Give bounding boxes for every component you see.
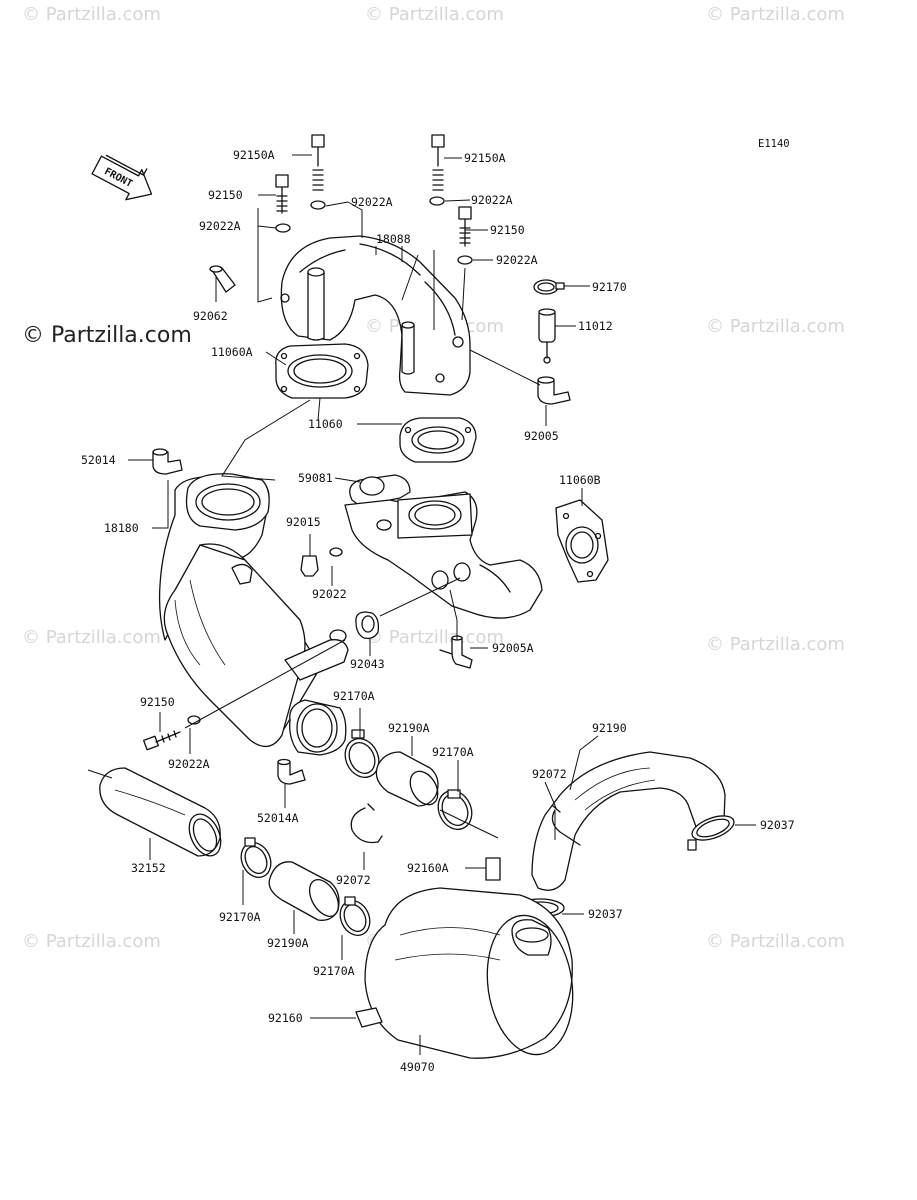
- part-label-92190A: 92190A: [267, 936, 309, 950]
- part-label-92150: 92150: [208, 188, 243, 202]
- part-label-92005: 92005: [524, 429, 559, 443]
- part-label-92022: 92022: [312, 587, 347, 601]
- watermark: © Partzilla.com: [22, 931, 161, 952]
- elbow-fitting-52014A: [277, 758, 306, 785]
- watermark: © Partzilla.com: [706, 4, 845, 25]
- part-label-92170: 92170: [592, 280, 627, 294]
- gasket-11060A: [275, 343, 369, 399]
- clamp-92170A-upper: [344, 729, 380, 778]
- part-label-92170A: 92170A: [219, 910, 261, 924]
- watermark: © Partzilla.com: [706, 316, 845, 337]
- part-label-52014A: 52014A: [257, 811, 299, 825]
- part-label-92037: 92037: [760, 818, 795, 832]
- pad-92160A: [485, 857, 501, 881]
- part-label-92150A: 92150A: [233, 148, 275, 162]
- part-label-92005A: 92005A: [492, 641, 534, 655]
- elbow-fitting-52014: [152, 448, 183, 475]
- watermark: © Partzilla.com: [22, 627, 161, 648]
- expansion-chamber-18180: [158, 473, 349, 756]
- hose-92190A-lower: [268, 861, 340, 921]
- muffler-49070: [364, 887, 574, 1059]
- part-label-92022A: 92022A: [168, 757, 210, 771]
- part-label-49070: 49070: [400, 1060, 435, 1074]
- part-label-11060: 11060: [308, 417, 343, 431]
- part-label-92037: 92037: [588, 907, 623, 921]
- part-label-92062: 92062: [193, 309, 228, 323]
- exhaust-manifold-18088: [280, 235, 471, 396]
- bolt-92150-lower: [143, 730, 181, 751]
- part-label-92022A: 92022A: [199, 219, 241, 233]
- head-pipe-59081: [344, 474, 543, 619]
- part-label-92015: 92015: [286, 515, 321, 529]
- clamp-92170A-lower-right: [339, 896, 371, 937]
- part-label-11012: 11012: [578, 319, 613, 333]
- part-label-11060B: 11060B: [559, 473, 601, 487]
- clamp-92170A-lower-left: [240, 837, 272, 879]
- part-label-92072: 92072: [532, 767, 567, 781]
- bolt-92150A-right: [431, 134, 445, 191]
- part-label-92160: 92160: [268, 1011, 303, 1025]
- gasket-11060: [399, 417, 477, 463]
- watermarks: © Partzilla.com © Partzilla.com © Partzi…: [22, 4, 845, 952]
- part-label-11060A: 11060A: [211, 345, 253, 359]
- part-label-92072: 92072: [336, 873, 371, 887]
- part-label-92160A: 92160A: [407, 861, 449, 875]
- clamp-92170A-right: [437, 789, 473, 830]
- clamp-92170: [533, 279, 565, 295]
- part-label-92043: 92043: [350, 657, 385, 671]
- watermark-main: © Partzilla.com: [22, 323, 192, 348]
- bolt-92150-right: [458, 206, 472, 247]
- nut-92015: [300, 555, 319, 577]
- part-label-92022A: 92022A: [351, 195, 393, 209]
- clip-92072-right: [551, 805, 581, 846]
- watermark: © Partzilla.com: [365, 4, 504, 25]
- part-label-59081: 59081: [298, 471, 333, 485]
- washers: [187, 196, 473, 725]
- bolt-92150A-left: [311, 134, 325, 191]
- fitting-92062: [209, 265, 236, 293]
- diagram-code: E1140: [758, 138, 790, 150]
- watermark: © Partzilla.com: [22, 4, 161, 25]
- part-label-92170A: 92170A: [333, 689, 375, 703]
- pad-92160: [355, 1007, 383, 1028]
- part-label-92170A: 92170A: [313, 964, 355, 978]
- watermark: © Partzilla.com: [706, 634, 845, 655]
- collar-92043: [329, 611, 380, 643]
- leader-lines: [87, 154, 756, 1055]
- part-label-92150: 92150: [490, 223, 525, 237]
- hose-92190A-upper: [375, 751, 439, 807]
- part-label-18180: 18180: [104, 521, 139, 535]
- part-labels: 92150A 92150A 92150 92022A 92022A 92022A…: [81, 148, 795, 1074]
- fitting-92005: [537, 376, 571, 405]
- part-label-92022A: 92022A: [496, 253, 538, 267]
- gasket-11060B: [555, 499, 609, 583]
- tailpipe-92190: [531, 751, 735, 891]
- part-label-52014: 52014: [81, 453, 116, 467]
- pipe-32152: [99, 767, 222, 857]
- part-label-92190A: 92190A: [388, 721, 430, 735]
- part-label-92022A: 92022A: [471, 193, 513, 207]
- part-label-92190: 92190: [592, 721, 627, 735]
- part-label-18088: 18088: [376, 232, 411, 246]
- part-label-32152: 32152: [131, 861, 166, 875]
- part-label-92170A: 92170A: [432, 745, 474, 759]
- front-arrow-icon: FRONT: [91, 154, 153, 201]
- watermark: © Partzilla.com: [365, 627, 504, 648]
- filter-11012: [538, 308, 556, 364]
- part-label-92150A: 92150A: [464, 151, 506, 165]
- clip-92072-upper: [350, 803, 383, 844]
- part-label-92150: 92150: [140, 695, 175, 709]
- bolt-92150-left: [275, 174, 289, 214]
- watermark: © Partzilla.com: [706, 931, 845, 952]
